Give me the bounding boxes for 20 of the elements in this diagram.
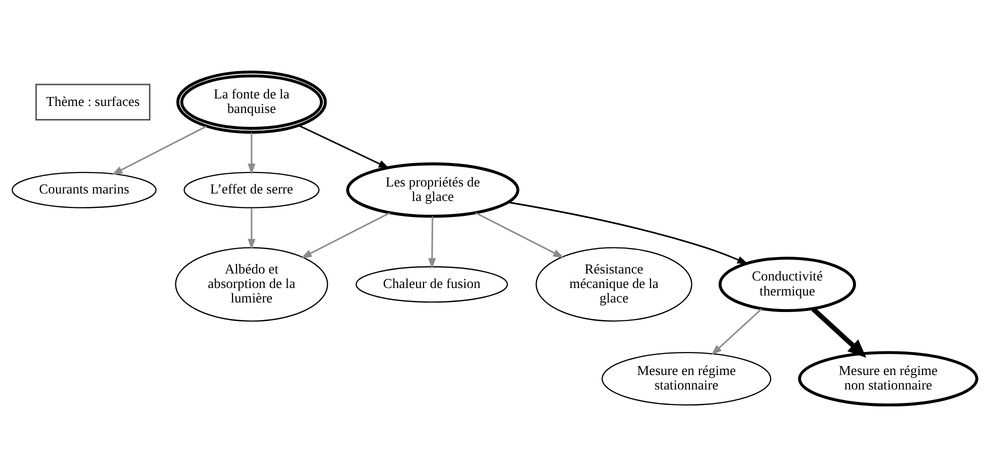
node-ellipse: Albédo et absorption de la lumière — [175, 246, 328, 322]
arrow — [508, 201, 748, 264]
arrow — [811, 306, 866, 358]
arrow — [428, 216, 436, 269]
node-box: Thème : surfaces — [35, 83, 150, 120]
node-ellipse: Chaleur de fusion — [356, 266, 508, 302]
node-ellipse: Mesure en régime stationnaire — [602, 351, 772, 406]
node-ellipse: La fonte de la banquise — [176, 70, 327, 134]
node-ellipse: Résistance mécanique de la glace — [536, 246, 692, 322]
node-ellipse: Courants marins — [12, 171, 157, 208]
arrow — [248, 207, 256, 250]
node-ellipse: L’effet de serre — [184, 171, 320, 208]
arrow — [112, 125, 207, 174]
arrow — [300, 212, 390, 258]
arrow — [475, 212, 564, 258]
node-ellipse: Mesure en régime non stationnaire — [798, 350, 978, 406]
arrow — [298, 124, 390, 168]
node-ellipse: Les propriétés de la glace — [346, 162, 520, 218]
arrow — [248, 132, 256, 174]
arrow — [711, 308, 762, 355]
